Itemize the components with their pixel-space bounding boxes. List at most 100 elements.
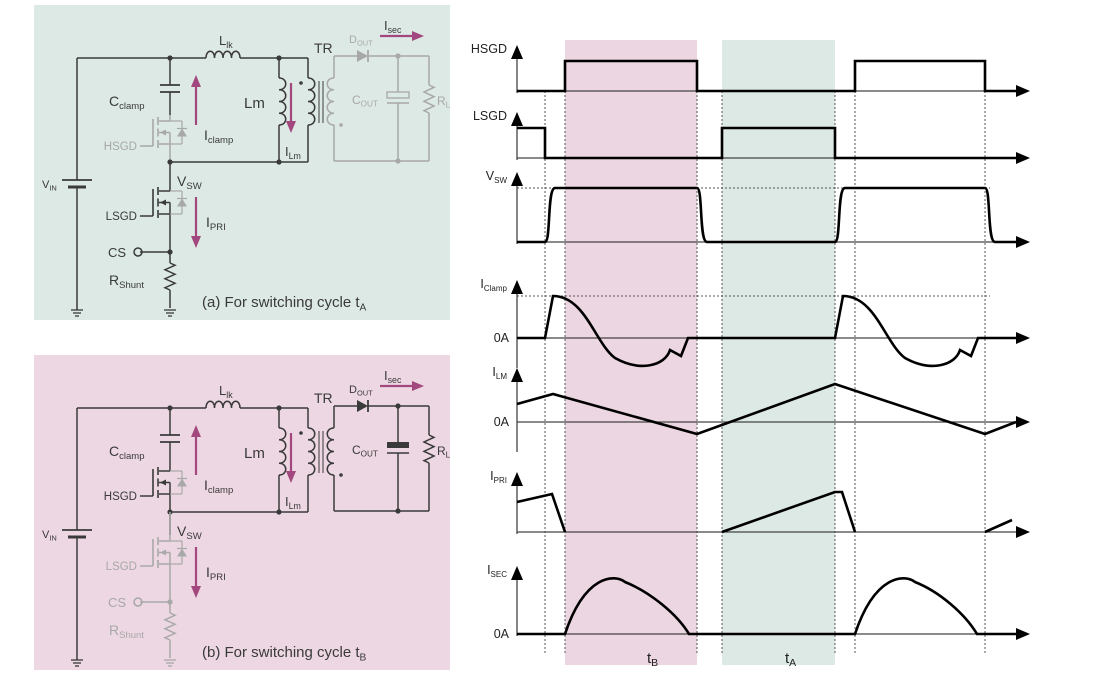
trace-vsw: VSW	[486, 169, 1030, 248]
vin-label-main: V	[42, 179, 50, 191]
primary-winding	[307, 427, 316, 476]
cs-terminal	[133, 247, 143, 257]
low-side-mosfet-gate-label: LSGD	[106, 561, 137, 573]
vin-label-sub: IN	[49, 183, 56, 192]
high-side-mosfet: HSGD	[104, 465, 187, 503]
iclamp-arrow-icon	[191, 75, 201, 125]
ipri-label-main: I	[206, 564, 210, 580]
output-diode-icon	[357, 400, 368, 412]
y-axis-arrow-icon	[511, 368, 523, 382]
cout-label-main: C	[352, 93, 361, 107]
transformer-label: TR	[314, 390, 333, 406]
primary-winding	[307, 77, 316, 126]
trace-label: LSGD	[473, 109, 507, 123]
rshunt-label: RShunt	[109, 622, 144, 641]
x-axis-arrow-icon	[1016, 152, 1030, 164]
secondary-dot-marker	[339, 123, 343, 127]
y-axis-arrow-icon	[511, 566, 523, 580]
llk-label: Llk	[219, 33, 233, 50]
llk-label-main: L	[219, 383, 226, 398]
inductor-llk	[205, 400, 241, 409]
waveform-lsgd	[517, 126, 1016, 160]
isec-arrow-icon-head	[412, 381, 424, 391]
isec-label-sub: sec	[388, 375, 402, 385]
trace-label-sub: PRI	[494, 476, 507, 485]
cclamp-label-main: C	[109, 93, 119, 109]
y-axis-arrow-icon	[511, 45, 523, 59]
cs-label: CS	[108, 245, 126, 260]
vsw-label-main: V	[177, 173, 187, 189]
cout-label: COUT	[352, 443, 378, 459]
iclamp-label: Iclamp	[204, 477, 233, 496]
trace-label: HSGD	[471, 42, 507, 56]
trace-label-sub: SW	[494, 176, 507, 185]
x-axis-arrow-icon	[1016, 85, 1030, 97]
iclamp-arrow-icon	[191, 425, 201, 475]
rshunt-label-main: R	[109, 622, 119, 638]
band-label-main: t	[785, 650, 790, 667]
trace-label-main: I	[492, 365, 495, 379]
rshunt-label-sub: Shunt	[119, 630, 144, 641]
vsw-label: VSW	[177, 173, 202, 192]
isec-label: Isec	[384, 18, 402, 35]
rl-label: RL	[437, 94, 450, 110]
rl-label-sub: L	[446, 101, 450, 110]
ground-icon-shunt	[164, 659, 176, 667]
shunt-resistor	[163, 262, 177, 291]
dout-label-main: D	[349, 384, 357, 396]
vsw-label-sub: SW	[186, 531, 201, 542]
body-diode-icon	[177, 198, 187, 207]
ilm-label-sub: Lm	[289, 501, 301, 511]
band-tA	[722, 40, 835, 665]
ilm-label-sub: Lm	[289, 151, 301, 161]
x-axis-arrow-icon	[1016, 332, 1030, 344]
trace-label: ILM	[492, 365, 507, 381]
load-resistor	[422, 84, 436, 114]
zero-label: 0A	[494, 331, 510, 345]
vsw-label: VSW	[177, 523, 202, 542]
cout-label: COUT	[352, 93, 378, 109]
low-side-mosfet: LSGD	[106, 535, 187, 573]
ipri-arrow-icon-head	[191, 586, 201, 598]
x-axis-arrow-icon	[1016, 236, 1030, 248]
waveform-iclamp	[517, 294, 1016, 368]
cclamp-label-main: C	[109, 443, 119, 459]
trace-hsgd: HSGD	[471, 42, 1030, 97]
load-resistor	[422, 434, 436, 464]
caption-main: (a) For switching cycle t	[202, 294, 360, 311]
cout-label-main: C	[352, 443, 361, 457]
dout-label-sub: OUT	[357, 388, 373, 397]
mosfet-arrow-icon	[160, 549, 166, 556]
vin-label: VIN	[42, 179, 57, 192]
ipri-label: IPRI	[206, 564, 226, 583]
ipri-arrow-icon	[191, 547, 201, 598]
band-label-sub: A	[789, 657, 796, 669]
rl-label: RL	[437, 444, 450, 460]
rl-label-main: R	[437, 94, 446, 108]
caption: (a) For switching cycle tA	[202, 294, 367, 313]
cclamp-label: Cclamp	[109, 443, 145, 462]
cs-terminal	[133, 597, 143, 607]
dout-label-main: D	[349, 34, 357, 46]
dout-label: DOUT	[349, 384, 373, 397]
high-side-mosfet-gate-label: HSGD	[104, 491, 137, 503]
iclamp-arrow-icon-head	[191, 75, 201, 87]
ipri-arrow-icon	[191, 197, 201, 248]
caption-sub: B	[360, 652, 367, 663]
primary-dot-marker	[299, 81, 303, 85]
trace-label-main: I	[487, 563, 490, 577]
dout-label: DOUT	[349, 34, 373, 47]
trace-label: ISEC	[487, 563, 507, 579]
ipri-label-sub: PRI	[210, 572, 226, 583]
trace-label-sub: SEC	[491, 570, 508, 579]
trace-label-main: I	[490, 469, 493, 483]
secondary-winding	[326, 427, 335, 476]
lm-label: Lm	[244, 95, 265, 112]
ipri-label-sub: PRI	[210, 222, 226, 233]
ilm-label: ILm	[285, 494, 301, 511]
primary-dot-marker	[299, 431, 303, 435]
